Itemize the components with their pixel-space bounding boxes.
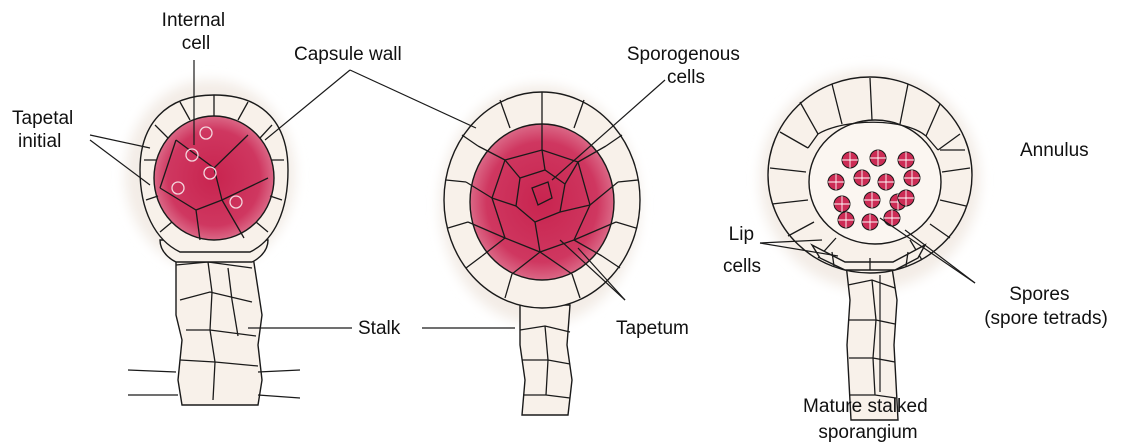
spore-tetrad — [854, 170, 870, 186]
spore-tetrad — [904, 170, 920, 186]
spore-tetrad — [838, 212, 854, 228]
developing-stalk — [520, 305, 572, 415]
mature-capsule — [768, 77, 972, 273]
label-annulus: Annulus — [1020, 140, 1089, 161]
young-sporangium — [128, 95, 300, 405]
young-stalk — [128, 240, 300, 405]
spore-tetrad — [878, 174, 894, 190]
label-lip-cells: Lip cells — [723, 224, 761, 277]
spore-tetrad — [884, 210, 900, 226]
developing-capsule — [444, 92, 640, 308]
label-sporogenous-cells: Sporogenous cells — [627, 44, 745, 88]
spore-tetrad — [842, 152, 858, 168]
label-tapetum: Tapetum — [616, 318, 689, 339]
young-capsule — [140, 95, 288, 252]
label-spores: Spores (spore tetrads) — [984, 284, 1108, 329]
spore-tetrad — [870, 150, 886, 166]
label-capsule-wall: Capsule wall — [294, 44, 402, 65]
label-internal-cell: Internal cell — [162, 10, 231, 54]
spore-tetrad — [828, 174, 844, 190]
developing-sporangium — [444, 92, 640, 415]
spore-tetrad — [864, 192, 880, 208]
label-stalk: Stalk — [358, 318, 401, 339]
spore-tetrad — [898, 190, 914, 206]
label-tapetal-initial: Tapetal initial — [12, 108, 79, 152]
spore-tetrad — [834, 196, 850, 212]
spore-tetrad — [862, 214, 878, 230]
spore-tetrad — [898, 152, 914, 168]
